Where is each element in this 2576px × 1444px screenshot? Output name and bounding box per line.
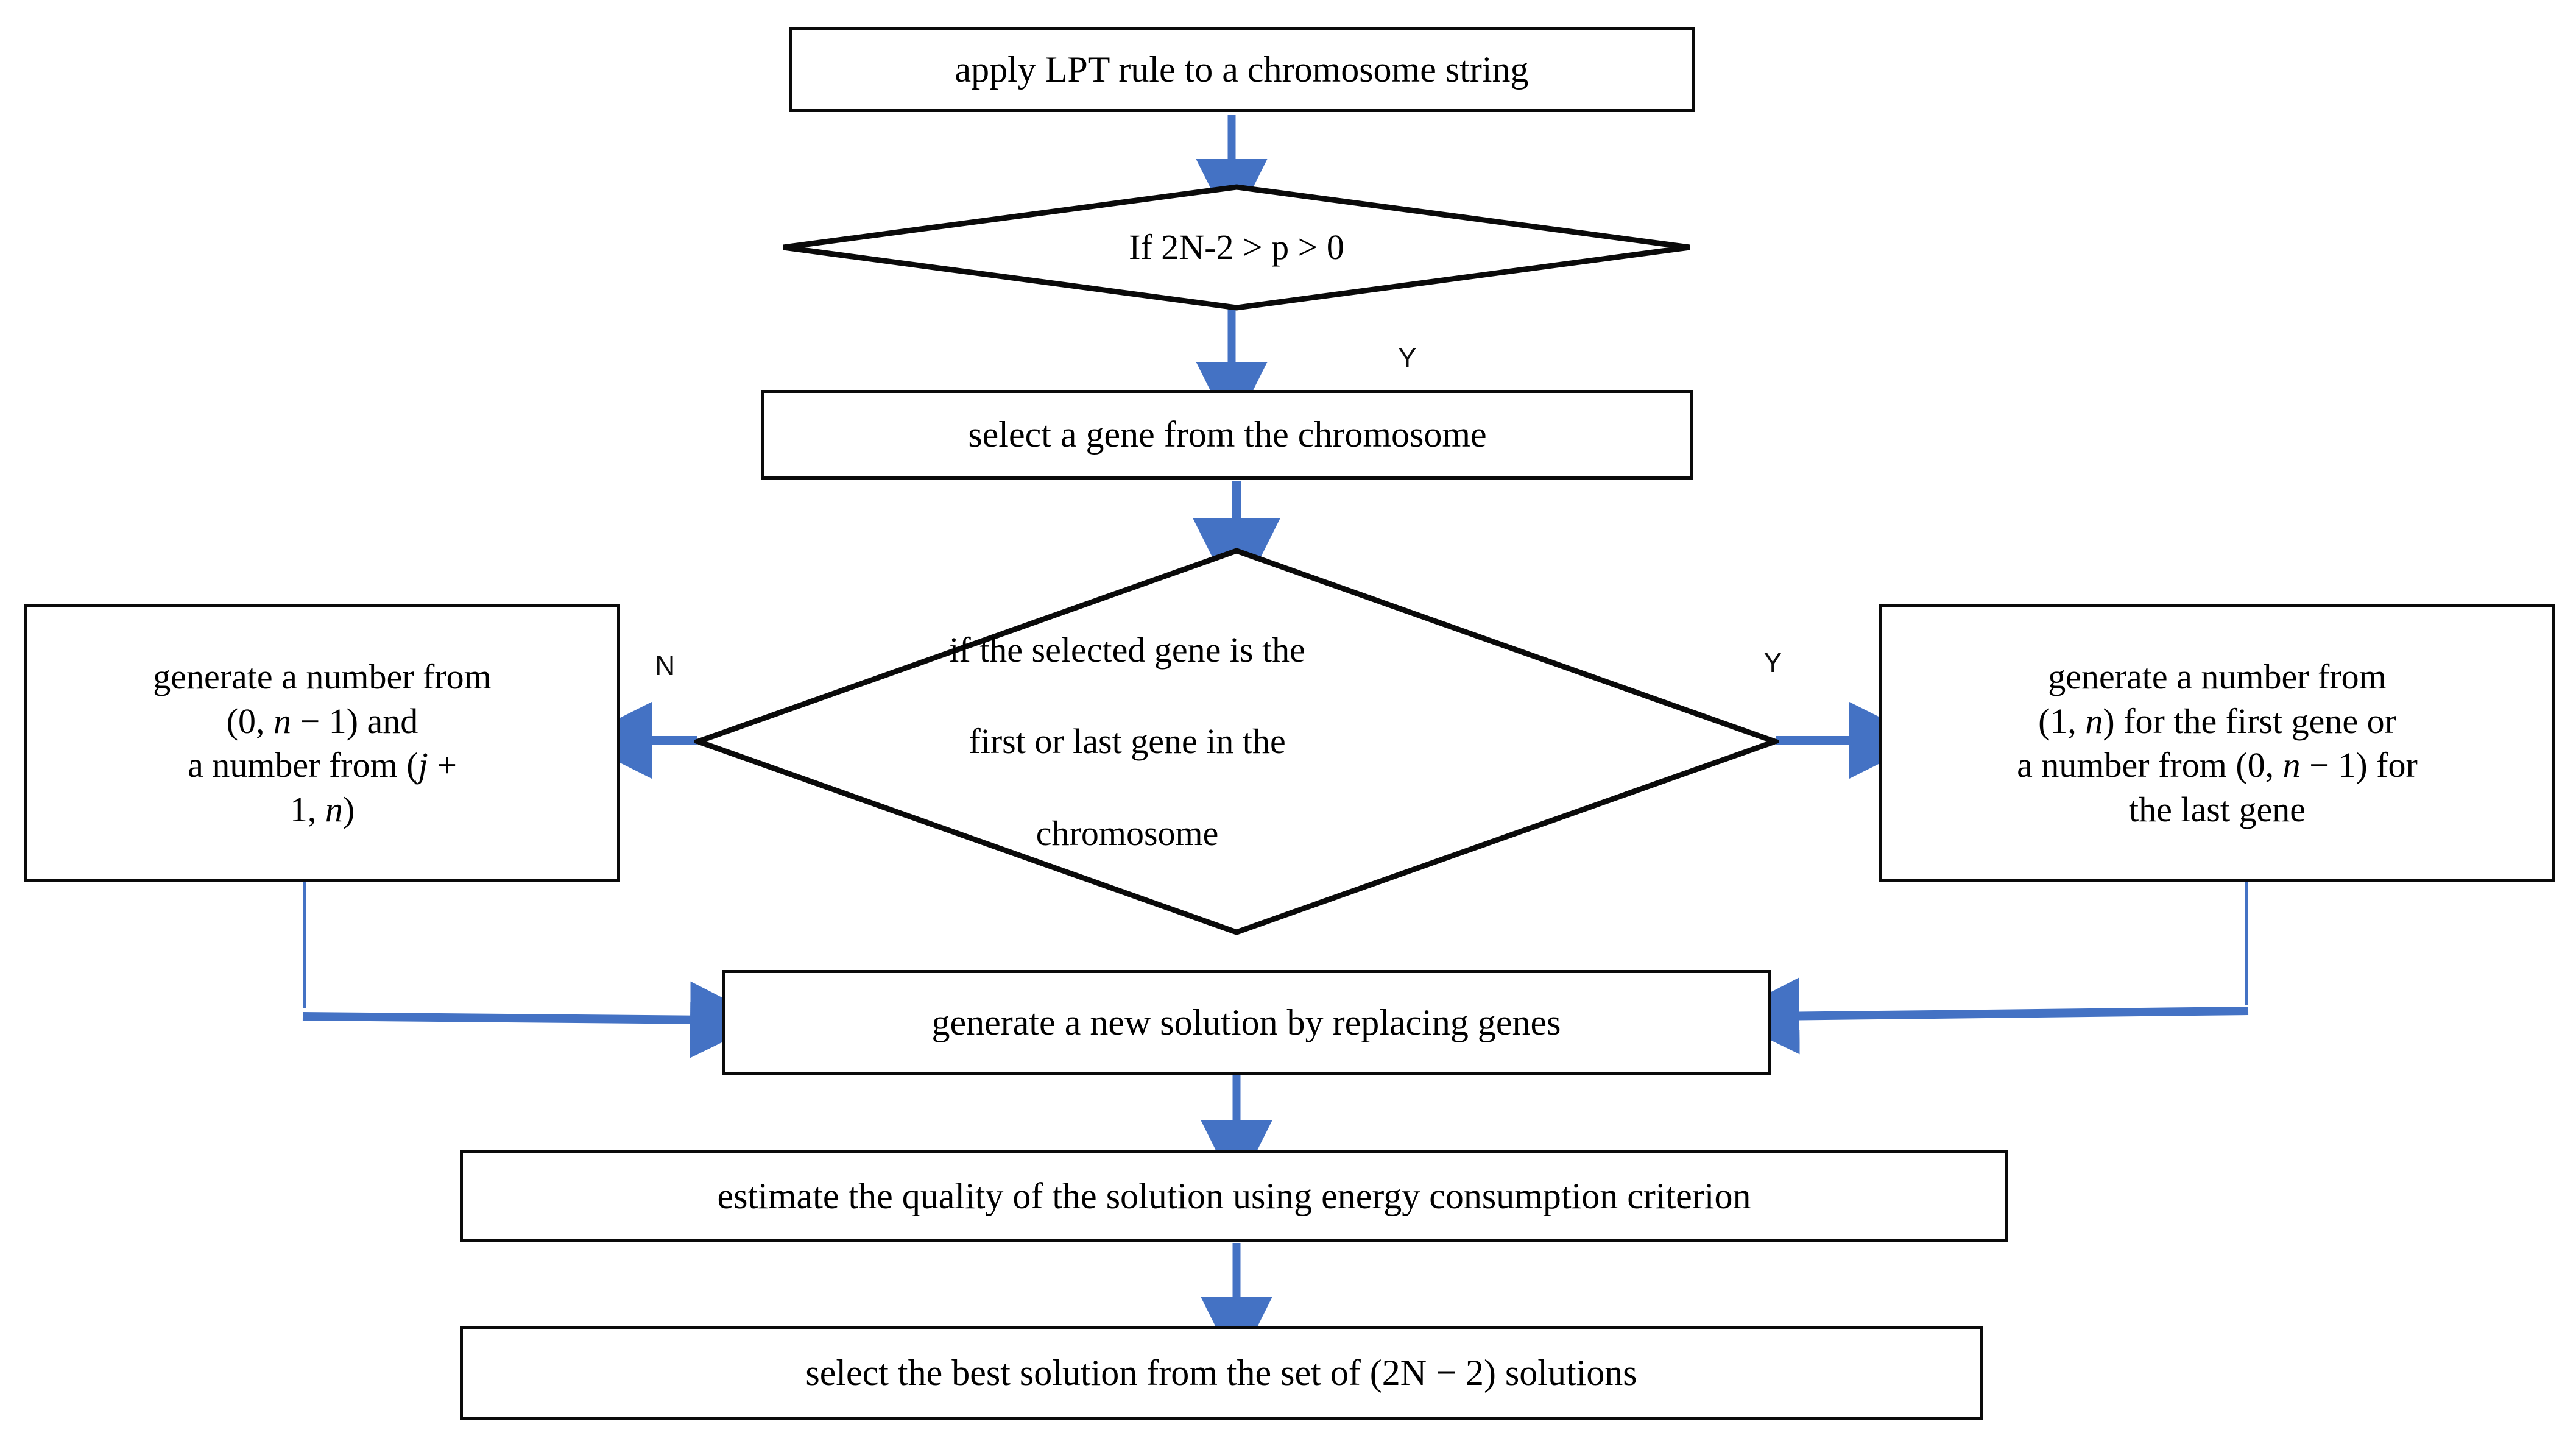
generate-right-line-1: generate a number from: [2048, 657, 2387, 696]
generate-left-line-2: (0, n − 1) and: [226, 701, 418, 741]
generate-left-line-3: a number from (j +: [188, 745, 457, 785]
node-select-gene-label: select a gene from the chromosome: [968, 414, 1487, 455]
node-select-best[interactable]: select the best solution from the set of…: [460, 1326, 1983, 1420]
node-estimate-quality[interactable]: estimate the quality of the solution usi…: [460, 1150, 2008, 1242]
node-generate-right-label: generate a number from (1, n) for the fi…: [1882, 655, 2552, 832]
generate-right-line-3: a number from (0, n − 1) for: [2017, 745, 2418, 785]
branch-label-cond-p-yes: Y: [1398, 342, 1417, 373]
generate-left-line-4: 1, n): [289, 789, 355, 829]
node-cond-first-last[interactable]: if the selected gene is the first or las…: [694, 547, 1779, 936]
generate-right-line-2: (1, n) for the first gene or: [2038, 701, 2396, 741]
diamond-outline-cond-p-range: [783, 184, 1690, 311]
node-new-solution[interactable]: generate a new solution by replacing gen…: [722, 970, 1771, 1075]
edge-left-to-newsolution: [302, 981, 767, 1058]
node-apply-lpt-label: apply LPT rule to a chromosome string: [955, 49, 1529, 90]
branch-label-cond-first-last-no: N: [655, 649, 676, 681]
node-estimate-quality-label: estimate the quality of the solution usi…: [717, 1175, 1751, 1216]
node-select-gene[interactable]: select a gene from the chromosome: [761, 390, 1693, 480]
diamond-outline-cond-first-last: [694, 548, 1779, 935]
generate-right-line-4: the last gene: [2129, 789, 2306, 829]
branch-label-cond-first-last-yes: Y: [1763, 646, 1782, 678]
node-generate-left-label: generate a number from (0, n − 1) and a …: [27, 655, 617, 832]
node-generate-left[interactable]: generate a number from (0, n − 1) and a …: [24, 604, 620, 882]
generate-left-line-1: generate a number from: [153, 657, 492, 696]
node-cond-p-range[interactable]: If 2N-2 > p > 0: [780, 184, 1693, 311]
node-generate-right[interactable]: generate a number from (1, n) for the fi…: [1879, 604, 2555, 882]
node-select-best-label: select the best solution from the set of…: [805, 1353, 1637, 1393]
node-new-solution-label: generate a new solution by replacing gen…: [931, 1002, 1561, 1042]
edge-right-to-newsolution: [1723, 977, 2249, 1055]
node-apply-lpt[interactable]: apply LPT rule to a chromosome string: [789, 27, 1695, 112]
